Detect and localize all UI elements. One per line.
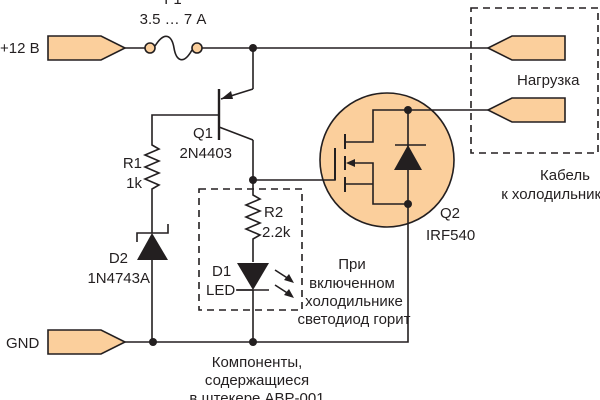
cable-label-line1: Кабель: [540, 167, 590, 184]
note-line4: светодиод горит: [298, 311, 411, 328]
plug-components-box: [198, 188, 303, 311]
q2-name-label: Q2: [440, 205, 460, 222]
r2-value-label: 2.2k: [262, 224, 291, 241]
q2-mosfet-symbol: [334, 109, 426, 205]
r2-name-label: R2: [264, 204, 283, 221]
load-label: Нагрузка: [517, 72, 580, 89]
load-connector-1: [486, 35, 566, 61]
r1-resistor: [142, 114, 219, 233]
d1-led: [236, 263, 269, 342]
d1-part-label: LED: [206, 282, 235, 299]
gnd-label: GND: [6, 335, 40, 352]
note-line2: включенном: [309, 275, 395, 292]
d2-part-label: 1N4743A: [87, 270, 150, 287]
r2-resistor: [243, 180, 263, 262]
plug-line1: Компоненты,: [212, 354, 303, 371]
gnd-connector: [47, 329, 127, 355]
r1-name-label: R1: [123, 155, 142, 172]
plug-line2: содержащиеся: [205, 372, 309, 389]
q1-name-label: Q1: [193, 125, 213, 142]
v12-label: +12 В: [0, 40, 40, 57]
note-line3: холодильнике: [305, 293, 403, 310]
d2-zener: [136, 224, 169, 342]
q2-part-label: IRF540: [426, 227, 475, 244]
d1-name-label: D1: [212, 263, 231, 280]
load-connector-2: [486, 97, 566, 123]
fuse-name-label: F1: [164, 0, 182, 8]
fuse-f1: [125, 35, 203, 61]
note-line1: При: [338, 256, 366, 273]
d2-name-label: D2: [109, 250, 128, 267]
cable-label-line2: к холодильнику: [501, 186, 600, 203]
light-emission-arrows-icon: [274, 269, 294, 298]
v12-connector: [47, 35, 127, 61]
plug-line3: в штекере ABP-001: [189, 390, 324, 400]
fuse-rating-label: 3.5 … 7 А: [140, 11, 207, 28]
gnd-rail: [125, 204, 409, 343]
r1-value-label: 1k: [126, 175, 142, 192]
q1-part-label: 2N4403: [179, 145, 232, 162]
q2-mosfet-body: [319, 92, 455, 228]
load-cable-box: [470, 7, 599, 154]
